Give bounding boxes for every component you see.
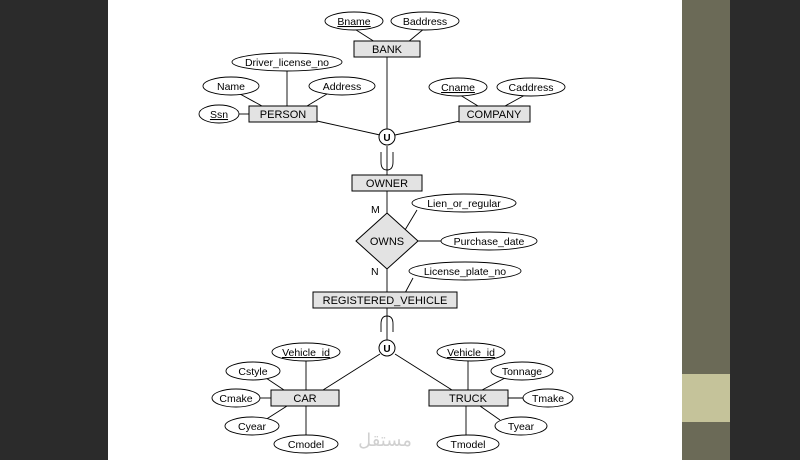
entity-owner-label: OWNER xyxy=(366,178,408,190)
watermark: مستقل xyxy=(358,430,412,451)
attr-cmodel: Cmodel xyxy=(273,434,339,454)
attr-truck-vehicle-id: Vehicle_id xyxy=(436,342,506,362)
cardinality-n: N xyxy=(371,266,379,278)
attr-car-vehicle-id: Vehicle_id xyxy=(271,342,341,362)
attr-address: Address xyxy=(308,76,376,96)
attr-cstyle-label: Cstyle xyxy=(238,366,267,378)
attr-bname: Bname xyxy=(324,11,384,31)
entity-car-label: CAR xyxy=(293,393,316,405)
attr-cyear: Cyear xyxy=(224,416,280,436)
entity-registered-vehicle-label: REGISTERED_VEHICLE xyxy=(323,295,448,307)
attr-tonnage: Tonnage xyxy=(490,361,554,381)
attr-cstyle: Cstyle xyxy=(225,361,281,381)
entity-bank: BANK xyxy=(353,40,421,58)
relationship-owns-label: OWNS xyxy=(370,236,404,248)
attr-cmake-label: Cmake xyxy=(219,393,252,405)
attr-cmake: Cmake xyxy=(211,388,261,408)
attr-cmodel-label: Cmodel xyxy=(288,439,324,451)
attr-baddress-label: Baddress xyxy=(403,16,447,28)
attr-tmake-label: Tmake xyxy=(532,393,564,405)
entity-person: PERSON xyxy=(248,105,318,123)
attr-baddress: Baddress xyxy=(390,11,460,31)
entity-company-label: COMPANY xyxy=(467,109,522,121)
entity-owner: OWNER xyxy=(351,174,423,192)
attr-tyear: Tyear xyxy=(494,416,548,436)
attr-cname: Cname xyxy=(428,77,488,97)
attr-car-vehicle-id-label: Vehicle_id xyxy=(282,347,330,359)
cardinality-m: M xyxy=(371,204,380,216)
union-vehicle: U xyxy=(378,339,396,357)
right-margin xyxy=(730,0,800,460)
attr-tmake: Tmake xyxy=(522,388,574,408)
entity-company: COMPANY xyxy=(458,105,531,123)
entity-truck-label: TRUCK xyxy=(449,393,488,405)
attr-lien-or-regular-label: Lien_or_regular xyxy=(427,198,501,210)
attr-name: Name xyxy=(202,76,260,96)
attr-address-label: Address xyxy=(323,81,362,93)
union-owner-label: U xyxy=(383,133,390,144)
attr-truck-vehicle-id-label: Vehicle_id xyxy=(447,347,495,359)
attr-cname-label: Cname xyxy=(441,82,475,94)
attr-driver-license-no-label: Driver_license_no xyxy=(245,57,329,69)
entity-bank-label: BANK xyxy=(372,44,403,56)
entity-registered-vehicle: REGISTERED_VEHICLE xyxy=(312,291,458,309)
attr-caddress: Caddress xyxy=(496,77,566,97)
attr-name-label: Name xyxy=(217,81,245,93)
attr-ssn: Ssn xyxy=(198,104,240,124)
side-panel-accent xyxy=(682,374,730,422)
attr-tyear-label: Tyear xyxy=(508,421,535,433)
union-vehicle-label: U xyxy=(383,344,390,355)
attr-caddress-label: Caddress xyxy=(509,82,554,94)
attr-tonnage-label: Tonnage xyxy=(502,366,542,378)
attr-tmodel-label: Tmodel xyxy=(450,439,485,451)
entity-truck: TRUCK xyxy=(428,389,509,407)
attr-driver-license-no: Driver_license_no xyxy=(231,52,343,72)
attr-lien-or-regular: Lien_or_regular xyxy=(411,193,517,213)
entity-person-label: PERSON xyxy=(260,109,307,121)
relationship-owns: OWNS xyxy=(355,212,419,270)
union-owner: U xyxy=(378,128,396,146)
attr-bname-label: Bname xyxy=(337,16,370,28)
attr-purchase-date-label: Purchase_date xyxy=(454,236,525,248)
attr-purchase-date: Purchase_date xyxy=(440,231,538,251)
attr-license-plate-no-label: License_plate_no xyxy=(424,266,506,278)
entity-car: CAR xyxy=(270,389,340,407)
attr-ssn-label: Ssn xyxy=(210,109,228,121)
attr-cyear-label: Cyear xyxy=(238,421,267,433)
attr-license-plate-no: License_plate_no xyxy=(408,261,522,281)
attr-tmodel: Tmodel xyxy=(436,434,500,454)
edges xyxy=(236,27,528,435)
